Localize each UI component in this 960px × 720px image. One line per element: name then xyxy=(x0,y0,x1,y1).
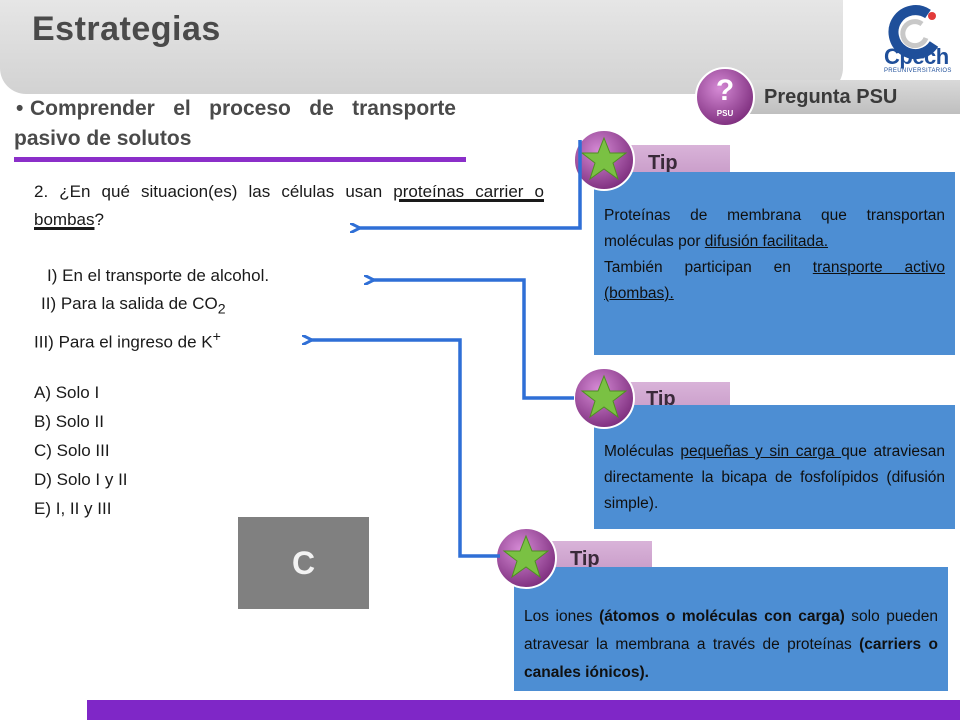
statement-text: Para el ingreso de K xyxy=(58,333,213,353)
option-a[interactable]: A) Solo I xyxy=(34,383,100,402)
tip-3-text-a: Los iones xyxy=(524,608,600,625)
psu-tab xyxy=(726,80,960,114)
tip-box-2: Moléculas pequeñas y sin carga que atrav… xyxy=(594,405,955,529)
tip-1-text-b: También participan en xyxy=(604,259,813,276)
arrow-tip2-to-statement1 xyxy=(372,280,574,400)
tip-2-underlined: pequeñas y sin carga xyxy=(680,443,842,460)
tip-3-bold-a: (átomos o moléculas con carga) xyxy=(599,608,845,625)
star-icon xyxy=(573,129,635,191)
objective-underline xyxy=(14,157,466,162)
tip-2-paragraph: Moléculas pequeñas y sin carga que atrav… xyxy=(604,439,945,517)
tip-1-text-a: Proteínas de membrana que transportan mo… xyxy=(604,207,945,250)
psu-mark: ? xyxy=(716,74,734,107)
star-icon xyxy=(573,367,635,429)
answer-options: A) Solo I B) Solo II C) Solo III D) Solo… xyxy=(34,378,128,523)
star-icon xyxy=(495,527,557,589)
statement-prefix: III) xyxy=(34,333,54,353)
tip-1-underlined-a: difusión facilitada. xyxy=(704,233,829,250)
statement-1: I) En el transporte de alcohol. xyxy=(34,262,269,290)
statement-text: Para la salida de CO xyxy=(60,294,218,313)
tip-2-text-a: Moléculas xyxy=(604,443,681,460)
cpech-logo-icon xyxy=(888,5,939,60)
bottom-bar xyxy=(87,700,960,720)
option-c[interactable]: C) Solo III xyxy=(34,441,110,460)
logo-word: Cpech xyxy=(884,44,949,69)
tip-box-1: Proteínas de membrana que transportan mo… xyxy=(594,172,955,355)
question-stem-start: 2. ¿En qué situacion(es) las células usa… xyxy=(34,182,394,201)
statement-superscript: + xyxy=(212,329,221,346)
option-b[interactable]: B) Solo II xyxy=(34,412,104,431)
objective-label: Comprender el proceso de transporte pasi… xyxy=(14,97,456,150)
tip-1-paragraph-1: Proteínas de membrana que transportan mo… xyxy=(604,203,945,255)
tip-1-paragraph-2: También participan en transporte activo … xyxy=(604,255,945,307)
tip-label-1: Tip xyxy=(648,152,678,174)
statements-list: I) En el transporte de alcohol. II) Para… xyxy=(34,262,269,357)
objective-text: •Comprender el proceso de transporte pas… xyxy=(14,94,456,154)
statement-subscript: 2 xyxy=(217,301,226,318)
option-d[interactable]: D) Solo I y II xyxy=(34,470,128,489)
option-e[interactable]: E) I, II y III xyxy=(34,499,112,518)
tip-2-text-b: que atraviesan directamente la bicapa de… xyxy=(604,443,946,512)
psu-icon-text: PSU xyxy=(717,109,734,118)
statement-text: En el transporte de alcohol. xyxy=(62,266,270,285)
question: 2. ¿En qué situacion(es) las células usa… xyxy=(34,178,544,234)
psu-question-icon: ? PSU xyxy=(695,67,755,127)
tip-label-3: Tip xyxy=(570,548,600,570)
answer-letter: C xyxy=(291,544,316,581)
tip-box-3: Los iones (átomos o moléculas con carga)… xyxy=(514,567,948,691)
statement-prefix: II) xyxy=(41,294,57,313)
tip-3-text-b: solo pueden atravesar la membrana a trav… xyxy=(524,608,938,653)
logo-subtitle: PREUNIVERSITARIOS xyxy=(884,68,952,74)
question-stem: 2. ¿En qué situacion(es) las células usa… xyxy=(34,178,544,234)
statement-3: III) Para el ingreso de K+ xyxy=(34,323,269,357)
question-stem-end: ? xyxy=(94,210,104,229)
statement-2: II) Para la salida de CO2 xyxy=(34,290,269,323)
tip-3-paragraph: Los iones (átomos o moléculas con carga)… xyxy=(524,603,938,687)
tip-3-bold-b: (carriers o canales iónicos). xyxy=(524,636,938,681)
page-title: Estrategias xyxy=(32,10,221,48)
tip-label-2: Tip xyxy=(646,388,676,410)
statement-prefix: I) xyxy=(47,266,58,285)
tip-1-underlined-b: transporte activo (bombas). xyxy=(604,259,945,302)
bullet-icon: • xyxy=(16,97,24,120)
answer-box: C xyxy=(238,517,369,609)
psu-label: Pregunta PSU xyxy=(764,86,898,108)
